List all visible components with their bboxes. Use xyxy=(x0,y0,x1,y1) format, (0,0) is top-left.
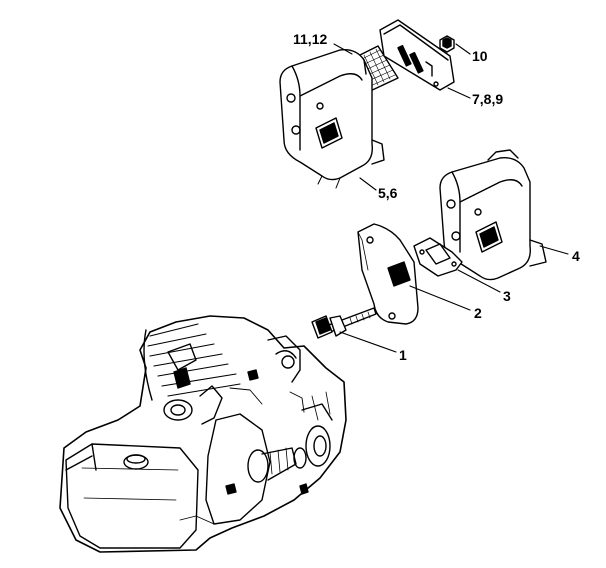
callout-7-8-9: 7,8,9 xyxy=(472,91,504,107)
leader-5-6 xyxy=(359,177,377,191)
muffler-gasket-plate xyxy=(357,223,419,325)
bolt xyxy=(311,307,377,339)
callout-10: 10 xyxy=(472,48,488,64)
callout-5-6: 5,6 xyxy=(378,185,398,201)
leader-lines xyxy=(333,43,569,353)
leader-3 xyxy=(457,269,501,293)
callout-11-12: 11,12 xyxy=(293,31,328,47)
callout-2: 2 xyxy=(474,305,482,321)
engine-housing xyxy=(59,315,347,553)
muffler-front xyxy=(279,49,385,189)
callout-3: 3 xyxy=(503,288,511,304)
leader-1 xyxy=(339,331,397,353)
exhaust-gasket xyxy=(413,237,463,277)
leader-11-12 xyxy=(333,43,353,55)
muffler-rear xyxy=(439,149,547,281)
muffler-cover-plate xyxy=(379,19,455,91)
callout-1: 1 xyxy=(399,347,407,363)
leader-4 xyxy=(539,245,569,255)
leader-7-8-9 xyxy=(447,87,471,99)
leader-2 xyxy=(409,285,471,311)
hex-nut xyxy=(439,35,455,53)
leader-10 xyxy=(455,43,471,55)
callout-4: 4 xyxy=(572,248,580,264)
